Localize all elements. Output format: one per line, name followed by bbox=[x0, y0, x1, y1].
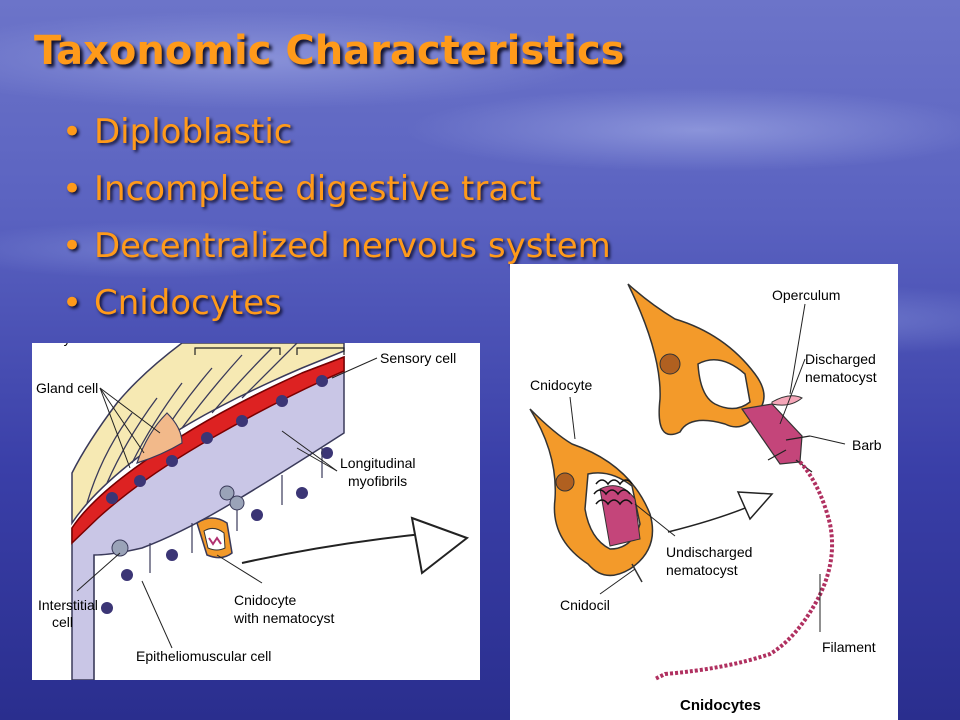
bullet-text: Decentralized nervous system bbox=[94, 226, 611, 266]
label-undischarged-2: nematocyst bbox=[666, 562, 738, 578]
label-barb: Barb bbox=[852, 437, 882, 453]
slide-title: Taxonomic Characteristics bbox=[34, 28, 625, 74]
label-cnidocyte: Cnidocyte bbox=[530, 377, 592, 393]
label-epitheliomuscular: Epitheliomuscular cell bbox=[136, 648, 271, 664]
bullet-text: Diploblastic bbox=[94, 112, 293, 152]
bullet-dot-icon: • bbox=[62, 169, 83, 209]
label-cnidocil: Cnidocil bbox=[560, 597, 610, 613]
label-longitudinal-1: Longitudinal bbox=[340, 455, 416, 471]
label-gland-cell: Gland cell bbox=[36, 380, 98, 396]
label-interstitial-1: Interstitial bbox=[38, 597, 98, 613]
label-longitudinal-2: myofibrils bbox=[348, 473, 407, 489]
label-discharged-1: Discharged bbox=[805, 351, 876, 367]
label-cnidocyte-nema-1: Cnidocyte bbox=[234, 592, 296, 608]
bullet-item: • Cnidocytes bbox=[62, 275, 611, 332]
label-interstitial-2: cell bbox=[52, 614, 73, 630]
bullet-dot-icon: • bbox=[62, 226, 83, 266]
label-discharged-2: nematocyst bbox=[805, 369, 877, 385]
bullet-text: Incomplete digestive tract bbox=[94, 169, 542, 209]
bullet-text: Cnidocytes bbox=[94, 283, 282, 323]
label-undischarged-1: Undischarged bbox=[666, 544, 752, 560]
bullet-item: • Incomplete digestive tract bbox=[62, 161, 611, 218]
label-operculum: Operculum bbox=[772, 287, 840, 303]
label-cnidocyte-nema-2: with nematocyst bbox=[233, 610, 334, 626]
body-wall-figure: myofibrils Sensory cell Gland cell Longi… bbox=[32, 343, 480, 680]
bullet-item: • Decentralized nervous system bbox=[62, 218, 611, 275]
body-wall-diagram: myofibrils Sensory cell Gland cell Longi… bbox=[36, 343, 470, 680]
cnidocytes-figure: Operculum Discharged nematocyst Cnidocyt… bbox=[510, 264, 898, 720]
label-sensory-cell: Sensory cell bbox=[380, 350, 456, 366]
bullet-list: • Diploblastic • Incomplete digestive trac… bbox=[62, 104, 611, 332]
bullet-dot-icon: • bbox=[62, 283, 83, 323]
bullet-dot-icon: • bbox=[62, 112, 83, 152]
label-myofibrils-partial: myofibrils bbox=[52, 343, 111, 346]
bullet-item: • Diploblastic bbox=[62, 104, 611, 161]
cnidocytes-diagram: Operculum Discharged nematocyst Cnidocyt… bbox=[529, 283, 882, 714]
figure-caption: Cnidocytes bbox=[680, 697, 761, 714]
label-filament: Filament bbox=[822, 639, 876, 655]
